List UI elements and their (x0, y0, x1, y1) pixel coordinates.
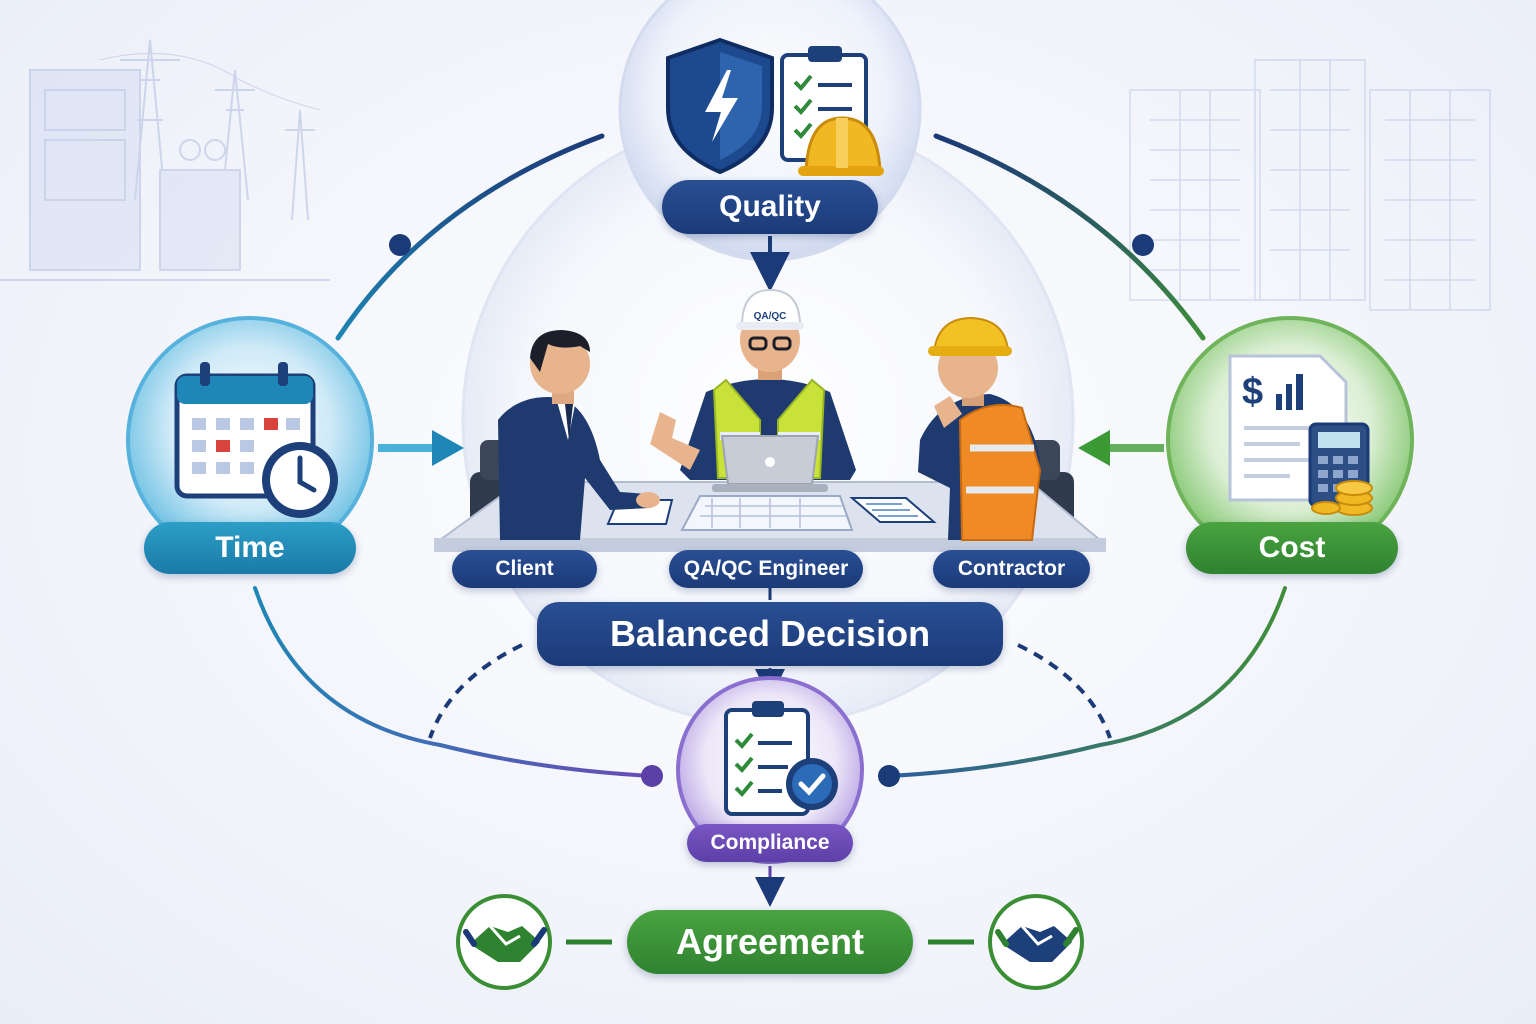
time-label: Time (144, 522, 356, 574)
client-person-icon (498, 330, 660, 540)
connector-dot (641, 765, 663, 787)
dashed-link-right (1017, 643, 1112, 739)
coins-icon (1311, 480, 1373, 516)
helmet-label: QA/QC (754, 311, 787, 322)
balanced-decision-label: Balanced Decision (537, 602, 1003, 666)
meeting-scene: QA/QC (434, 288, 1106, 564)
contractor-label: Contractor (933, 550, 1090, 588)
substation-background-icon (0, 39, 330, 281)
qa-engineer-person-icon: QA/QC (650, 288, 856, 492)
compliance-label: Compliance (687, 824, 853, 862)
contractor-person-icon (918, 316, 1042, 541)
blueprint-background-icon (1129, 59, 1491, 311)
connector-dot (1132, 234, 1154, 256)
qa-engineer-label: QA/QC Engineer (669, 550, 863, 588)
cost-to-compliance-arc (887, 586, 1287, 778)
connector-dot (878, 765, 900, 787)
time-to-compliance-arc (253, 586, 654, 778)
quality-to-time-arc (335, 133, 605, 341)
svg-text:$: $ (1242, 371, 1263, 413)
cost-arrow (1078, 430, 1164, 466)
clock-icon (262, 442, 338, 518)
handshake-icon (988, 894, 1084, 990)
shield-bolt-icon (666, 37, 774, 175)
clipboard-check-icon (724, 701, 838, 816)
hard-hat-icon (798, 116, 884, 176)
client-label: Client (452, 550, 597, 588)
quality-to-cost-arc (933, 133, 1206, 341)
quality-label: Quality (662, 180, 878, 234)
cost-label: Cost (1186, 522, 1398, 574)
agreement-label: Agreement (627, 910, 913, 974)
calendar-icon (174, 362, 316, 499)
dashed-link-left (428, 643, 523, 739)
connector-dot (389, 234, 411, 256)
time-arrow (378, 430, 464, 466)
handshake-icon (456, 894, 552, 990)
